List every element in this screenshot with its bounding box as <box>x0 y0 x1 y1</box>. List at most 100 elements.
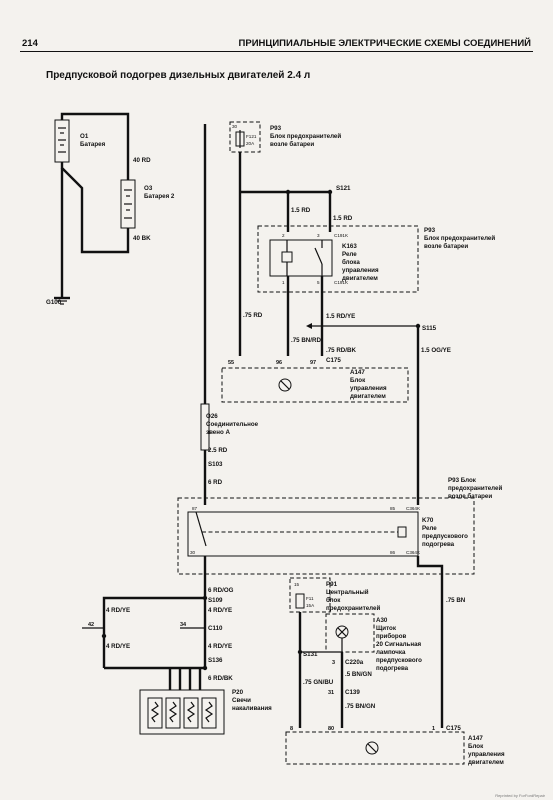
wire-label-4rdye-4: 4 RD/YE <box>208 643 232 650</box>
label-a147-bottom-l2: управления <box>468 751 505 758</box>
node-s103: S103 <box>208 461 223 468</box>
label-a30-l2: приборов <box>376 633 406 640</box>
pin-f121-30: 30 <box>232 124 238 129</box>
label-p20-l1: Свечи <box>232 697 251 704</box>
ecu-a147-bottom <box>285 731 465 765</box>
wire-label-15rd-right: 1.5 RD <box>333 215 353 222</box>
pin-k163-2: 2 <box>282 233 285 238</box>
wire-label-40bk: 40 BK <box>133 235 151 242</box>
node-c191k: C191K <box>334 233 349 238</box>
node-c110: C110 <box>208 625 223 632</box>
label-a147-bottom-l1: Блок <box>468 743 484 750</box>
node-s136: S136 <box>208 657 223 664</box>
label-f121: F121 <box>246 134 257 139</box>
wire-label-15rd-left: 1.5 RD <box>291 207 311 214</box>
wire-label-6rdbk: 6 RD/BK <box>208 675 233 682</box>
node-c191k-b: C191K <box>334 280 349 285</box>
label-p93-mid-l2: возле батареи <box>424 243 468 250</box>
label-o26-l1: Соединительное <box>206 421 259 428</box>
label-p93-lower-l1: P93 Блок <box>448 477 477 484</box>
fusebox-p93-top <box>229 121 261 153</box>
wire-label-4rdye-2: 4 RD/YE <box>208 607 232 614</box>
label-a147-top-l1: Блок <box>350 377 366 384</box>
label-p20-code: P20 <box>232 689 244 696</box>
label-f121-amp: 20A <box>246 141 255 146</box>
wire-label-4rdye-3: 4 RD/YE <box>106 643 130 650</box>
label-p20-l2: накаливания <box>232 705 272 712</box>
pin-c110-42: 42 <box>88 622 94 628</box>
pin-a147-55: 55 <box>228 360 234 366</box>
wire-label-4rdye-1: 4 RD/YE <box>106 607 130 614</box>
node-c220a: C220a <box>345 659 364 666</box>
node-c364k: C364K <box>406 506 421 511</box>
label-k163-l1: Реле <box>342 251 357 258</box>
pin-k163-3: 3 <box>317 233 320 238</box>
wire-label-075rdbk: .75 RD/BK <box>326 347 356 354</box>
label-p93-mid-l1: Блок предохранителей <box>424 235 495 242</box>
label-p91-l1: Центральный <box>326 589 369 596</box>
label-a30-l4: лампочка <box>376 649 406 656</box>
node-c175-top: C175 <box>326 357 341 364</box>
label-p93-top-code: P93 <box>270 125 282 132</box>
label-a30-code: A30 <box>376 617 388 624</box>
node-s131: S131 <box>303 651 318 658</box>
label-k163-l2: блока <box>342 259 360 266</box>
pin-k70-85: 85 <box>390 506 396 511</box>
footer-credit: Reprinted by ForFordRepair <box>495 793 545 798</box>
fuse-f11 <box>295 593 305 609</box>
cluster-a30 <box>325 613 375 653</box>
node-s121: S121 <box>336 185 351 192</box>
label-p93-lower-l3: возле батареи <box>448 493 492 500</box>
fusebox-p93-mid <box>257 225 419 293</box>
label-a30-l5: предпускового <box>376 657 422 664</box>
node-c175-bottom: C175 <box>446 725 461 732</box>
node-s109: S109 <box>208 597 223 604</box>
wire-batt-40bk <box>60 162 130 254</box>
wire-label-075bn: .75 BN <box>446 597 466 604</box>
label-p93-top-l2: возле батареи <box>270 141 314 148</box>
pin-c110-34: 34 <box>180 622 187 628</box>
page-number: 214 <box>22 38 38 49</box>
node-c139: C139 <box>345 689 360 696</box>
label-k70-l1: Реле <box>422 525 437 532</box>
node-g100: G100 <box>46 299 62 306</box>
wire-label-6rd: 6 RD <box>208 479 223 486</box>
fusebox-p91 <box>289 577 331 613</box>
label-p93-lower-l2: предохранителей <box>448 485 502 492</box>
pin-f11-15: 15 <box>294 582 300 587</box>
label-a30-l6: подогрева <box>376 665 409 672</box>
label-a30-l1: Щиток <box>376 625 397 632</box>
label-p91-l2: блок <box>326 597 341 604</box>
label-a30-l3: 20 Сигнальная <box>376 641 422 648</box>
label-k70-code: K70 <box>422 517 434 524</box>
wire-batt-40rd <box>60 112 130 180</box>
pin-k70-30: 30 <box>190 550 196 555</box>
wire-label-15ogye: 1.5 OG/YE <box>421 347 451 354</box>
wire-label-075rd: .75 RD <box>243 312 263 319</box>
ecu-a147-top <box>221 367 409 403</box>
pin-a147-96: 96 <box>276 360 282 366</box>
label-a147-bottom-l3: двигателем <box>468 759 504 766</box>
label-o1-name: Батарея <box>80 141 106 148</box>
wire-label-05bngn: .5 BN/GN <box>345 671 372 678</box>
label-k70-l3: подогрева <box>422 541 455 548</box>
label-o26-l2: звено A <box>206 429 230 436</box>
label-k70-l2: предпускового <box>422 533 468 540</box>
node-s115: S115 <box>422 325 437 332</box>
battery-o1 <box>54 119 70 163</box>
label-o3-code: O3 <box>144 185 153 192</box>
label-o3-name: Батарея 2 <box>144 193 175 200</box>
label-k163-l4: двигателем <box>342 275 378 282</box>
pin-k70-87: 87 <box>192 506 198 511</box>
fusebox-p93-lower <box>177 497 475 575</box>
relay-k70 <box>187 511 419 557</box>
wire-label-15rdye: 1.5 RD/YE <box>326 313 355 320</box>
glowplugs-p20 <box>139 689 225 735</box>
section-title: ПРИНЦИПИАЛЬНЫЕ ЭЛЕКТРИЧЕСКИЕ СХЕМЫ СОЕДИ… <box>238 38 531 49</box>
wire-label-6rdog: 6 RD/OG <box>208 587 234 594</box>
label-a147-top-l3: двигателем <box>350 393 386 400</box>
label-p91-l3: предохранителей <box>326 605 380 612</box>
header-rule <box>20 51 533 52</box>
